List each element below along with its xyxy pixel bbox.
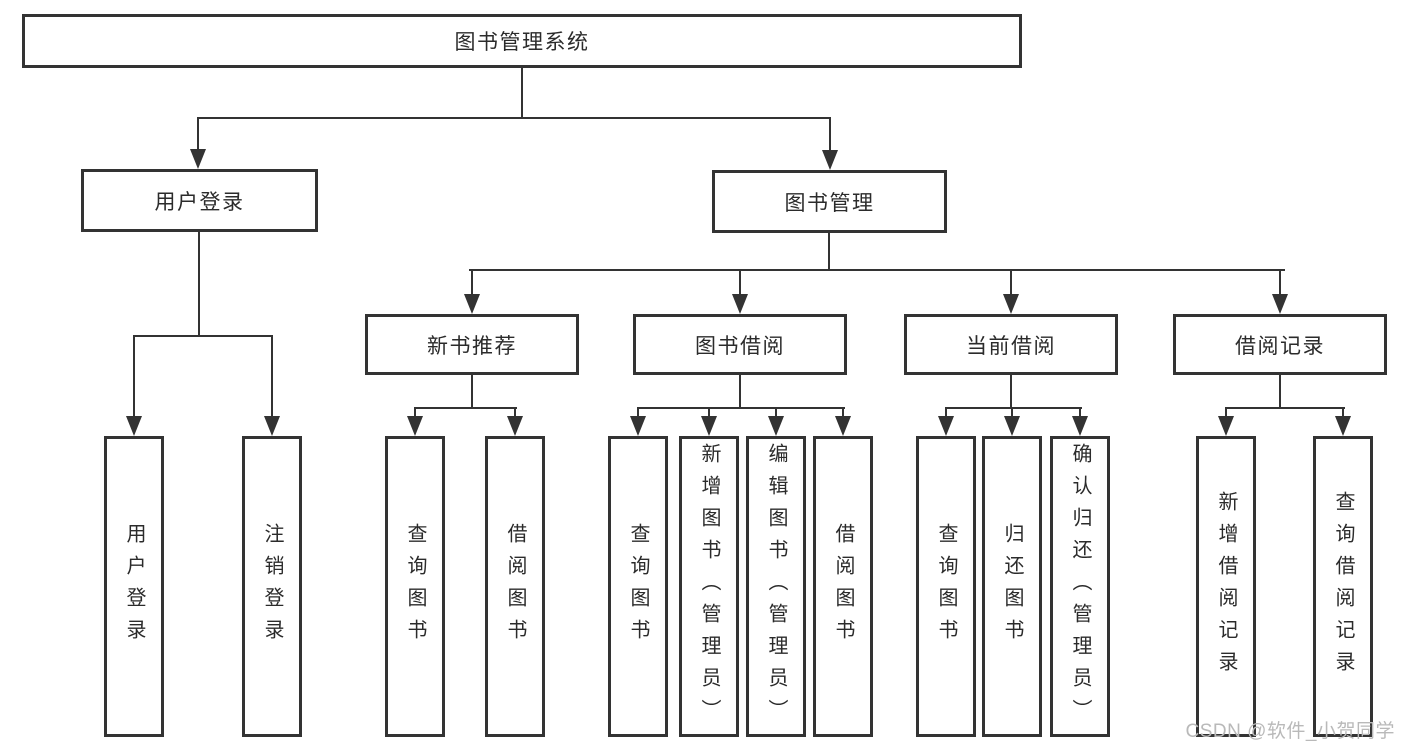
arrow-down-icon	[938, 416, 954, 436]
arrow-down-icon	[768, 416, 784, 436]
leaf-query-borrow-record-label: 查询借阅记录	[1332, 490, 1354, 683]
leaf-return-books-label: 归还图书	[1001, 522, 1023, 651]
leaf-query-borrow-record: 查询借阅记录	[1313, 436, 1373, 737]
connector-line	[1011, 408, 1013, 417]
arrow-down-icon	[190, 149, 206, 169]
connector-line	[521, 68, 523, 118]
node-book-management: 图书管理	[712, 170, 947, 233]
leaf-recommend-borrow-books: 借阅图书	[485, 436, 545, 737]
connector-line	[469, 269, 1285, 271]
connector-line	[1079, 408, 1081, 417]
connector-line	[198, 232, 200, 336]
connector-line	[829, 117, 831, 150]
leaf-add-borrow-record-label: 新增借阅记录	[1215, 490, 1237, 683]
node-borrow-records-label: 借阅记录	[1235, 334, 1325, 358]
leaf-user-login: 用户登录	[104, 436, 164, 737]
node-current-borrow: 当前借阅	[904, 314, 1118, 375]
node-book-management-label: 图书管理	[784, 191, 875, 215]
connector-line	[271, 336, 273, 417]
arrow-down-icon	[1003, 294, 1019, 314]
connector-line	[739, 375, 741, 408]
arrow-down-icon	[835, 416, 851, 436]
csdn-watermark: CSDN @软件_小贺同学	[1185, 721, 1395, 742]
leaf-current-query-books: 查询图书	[916, 436, 976, 737]
node-borrow-records: 借阅记录	[1173, 314, 1387, 375]
connector-line	[1225, 408, 1227, 417]
arrow-down-icon	[126, 416, 142, 436]
connector-line	[1342, 408, 1344, 417]
connector-line	[637, 408, 639, 417]
leaf-recommend-query-books-label: 查询图书	[404, 522, 426, 651]
leaf-confirm-return-admin: 确认归还（管理员）	[1050, 436, 1110, 737]
arrow-down-icon	[464, 294, 480, 314]
connector-line	[514, 408, 516, 417]
leaf-recommend-borrow-books-label: 借阅图书	[504, 522, 526, 651]
leaf-add-books-admin-label: 新增图书（管理员）	[698, 442, 720, 731]
connector-line	[1010, 270, 1012, 295]
connector-line	[1010, 375, 1012, 408]
connector-line	[198, 117, 831, 119]
leaf-return-books: 归还图书	[982, 436, 1042, 737]
leaf-borrow-query-books: 查询图书	[608, 436, 668, 737]
connector-line	[775, 408, 777, 417]
leaf-borrow-query-books-label: 查询图书	[627, 522, 649, 651]
node-user-login-branch-label: 用户登录	[154, 190, 245, 214]
arrow-down-icon	[732, 294, 748, 314]
node-new-book-recommend: 新书推荐	[365, 314, 579, 375]
connector-line	[1279, 375, 1281, 408]
arrow-down-icon	[1072, 416, 1088, 436]
leaf-user-login-label: 用户登录	[123, 522, 145, 651]
leaf-logout: 注销登录	[242, 436, 302, 737]
connector-line	[133, 336, 135, 417]
arrow-down-icon	[630, 416, 646, 436]
leaf-borrow-books-label: 借阅图书	[832, 522, 854, 651]
arrow-down-icon	[1272, 294, 1288, 314]
connector-line	[1225, 407, 1345, 409]
arrow-down-icon	[701, 416, 717, 436]
leaf-confirm-return-admin-label: 确认归还（管理员）	[1069, 442, 1091, 731]
leaf-recommend-query-books: 查询图书	[385, 436, 445, 737]
leaf-add-books-admin: 新增图书（管理员）	[679, 436, 739, 737]
arrow-down-icon	[264, 416, 280, 436]
connector-line	[471, 375, 473, 408]
connector-line	[1279, 270, 1281, 295]
connector-line	[637, 407, 845, 409]
arrow-down-icon	[407, 416, 423, 436]
connector-line	[133, 335, 273, 337]
node-current-borrow-label: 当前借阅	[966, 334, 1056, 358]
leaf-borrow-books: 借阅图书	[813, 436, 873, 737]
node-user-login-branch: 用户登录	[81, 169, 318, 232]
leaf-add-borrow-record: 新增借阅记录	[1196, 436, 1256, 737]
node-new-book-recommend-label: 新书推荐	[427, 334, 517, 358]
connector-line	[471, 270, 473, 295]
arrow-down-icon	[1218, 416, 1234, 436]
connector-line	[945, 407, 1082, 409]
connector-line	[842, 408, 844, 417]
leaf-current-query-books-label: 查询图书	[935, 522, 957, 651]
leaf-edit-books-admin: 编辑图书（管理员）	[746, 436, 806, 737]
node-library-system: 图书管理系统	[22, 14, 1022, 68]
leaf-logout-label: 注销登录	[261, 522, 283, 651]
connector-line	[828, 233, 830, 270]
arrow-down-icon	[507, 416, 523, 436]
node-book-borrow-label: 图书借阅	[695, 334, 785, 358]
connector-line	[945, 408, 947, 417]
connector-line	[197, 117, 199, 149]
connector-line	[708, 408, 710, 417]
arrow-down-icon	[822, 150, 838, 170]
arrow-down-icon	[1004, 416, 1020, 436]
arrow-down-icon	[1335, 416, 1351, 436]
connector-line	[414, 407, 517, 409]
leaf-edit-books-admin-label: 编辑图书（管理员）	[765, 442, 787, 731]
connector-line	[414, 408, 416, 417]
node-book-borrow: 图书借阅	[633, 314, 847, 375]
connector-line	[739, 270, 741, 295]
node-library-system-label: 图书管理系统	[454, 31, 590, 54]
